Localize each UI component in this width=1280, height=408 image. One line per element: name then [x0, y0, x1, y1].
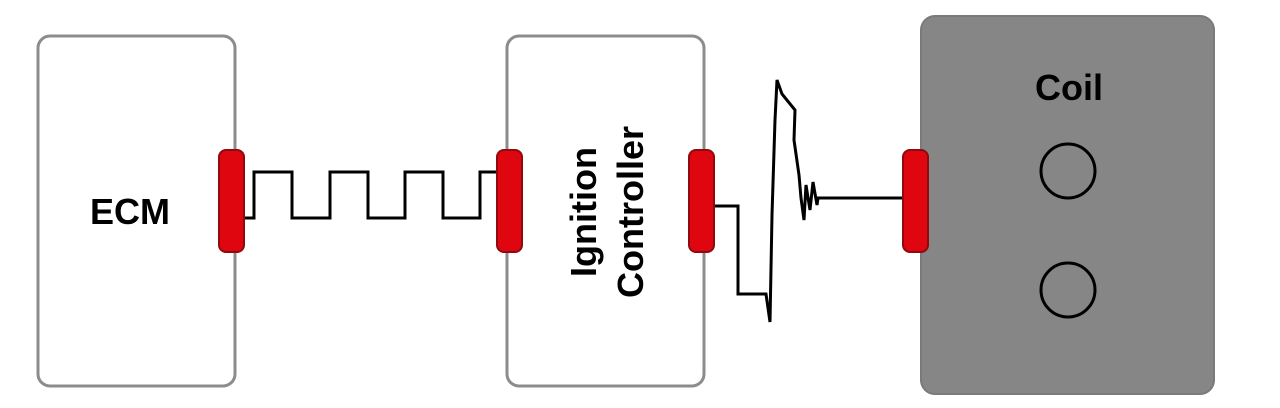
ecm-block: ECM: [36, 34, 237, 388]
coil-terminal-upper: [1039, 142, 1097, 200]
ecm-output-connector: [218, 149, 245, 253]
ecm-label: ECM: [90, 191, 170, 232]
ignition-controller-label-line2: Controller: [610, 126, 651, 298]
ignition-controller-label-line1: Ignition: [563, 147, 604, 277]
coil-label: Coil: [1035, 67, 1103, 108]
ignition-controller-input-connector: [496, 149, 523, 253]
square-wave-signal: [244, 170, 498, 220]
ignition-controller-box: [505, 34, 706, 388]
coil-block: Coil: [920, 15, 1215, 395]
coil-input-connector: [902, 149, 929, 253]
ignition-controller-output-connector: [688, 149, 715, 253]
firing-waveform-signal: [714, 79, 903, 323]
coil-terminal-lower: [1039, 261, 1097, 319]
ignition-controller-block: Ignition Controller: [505, 34, 706, 388]
